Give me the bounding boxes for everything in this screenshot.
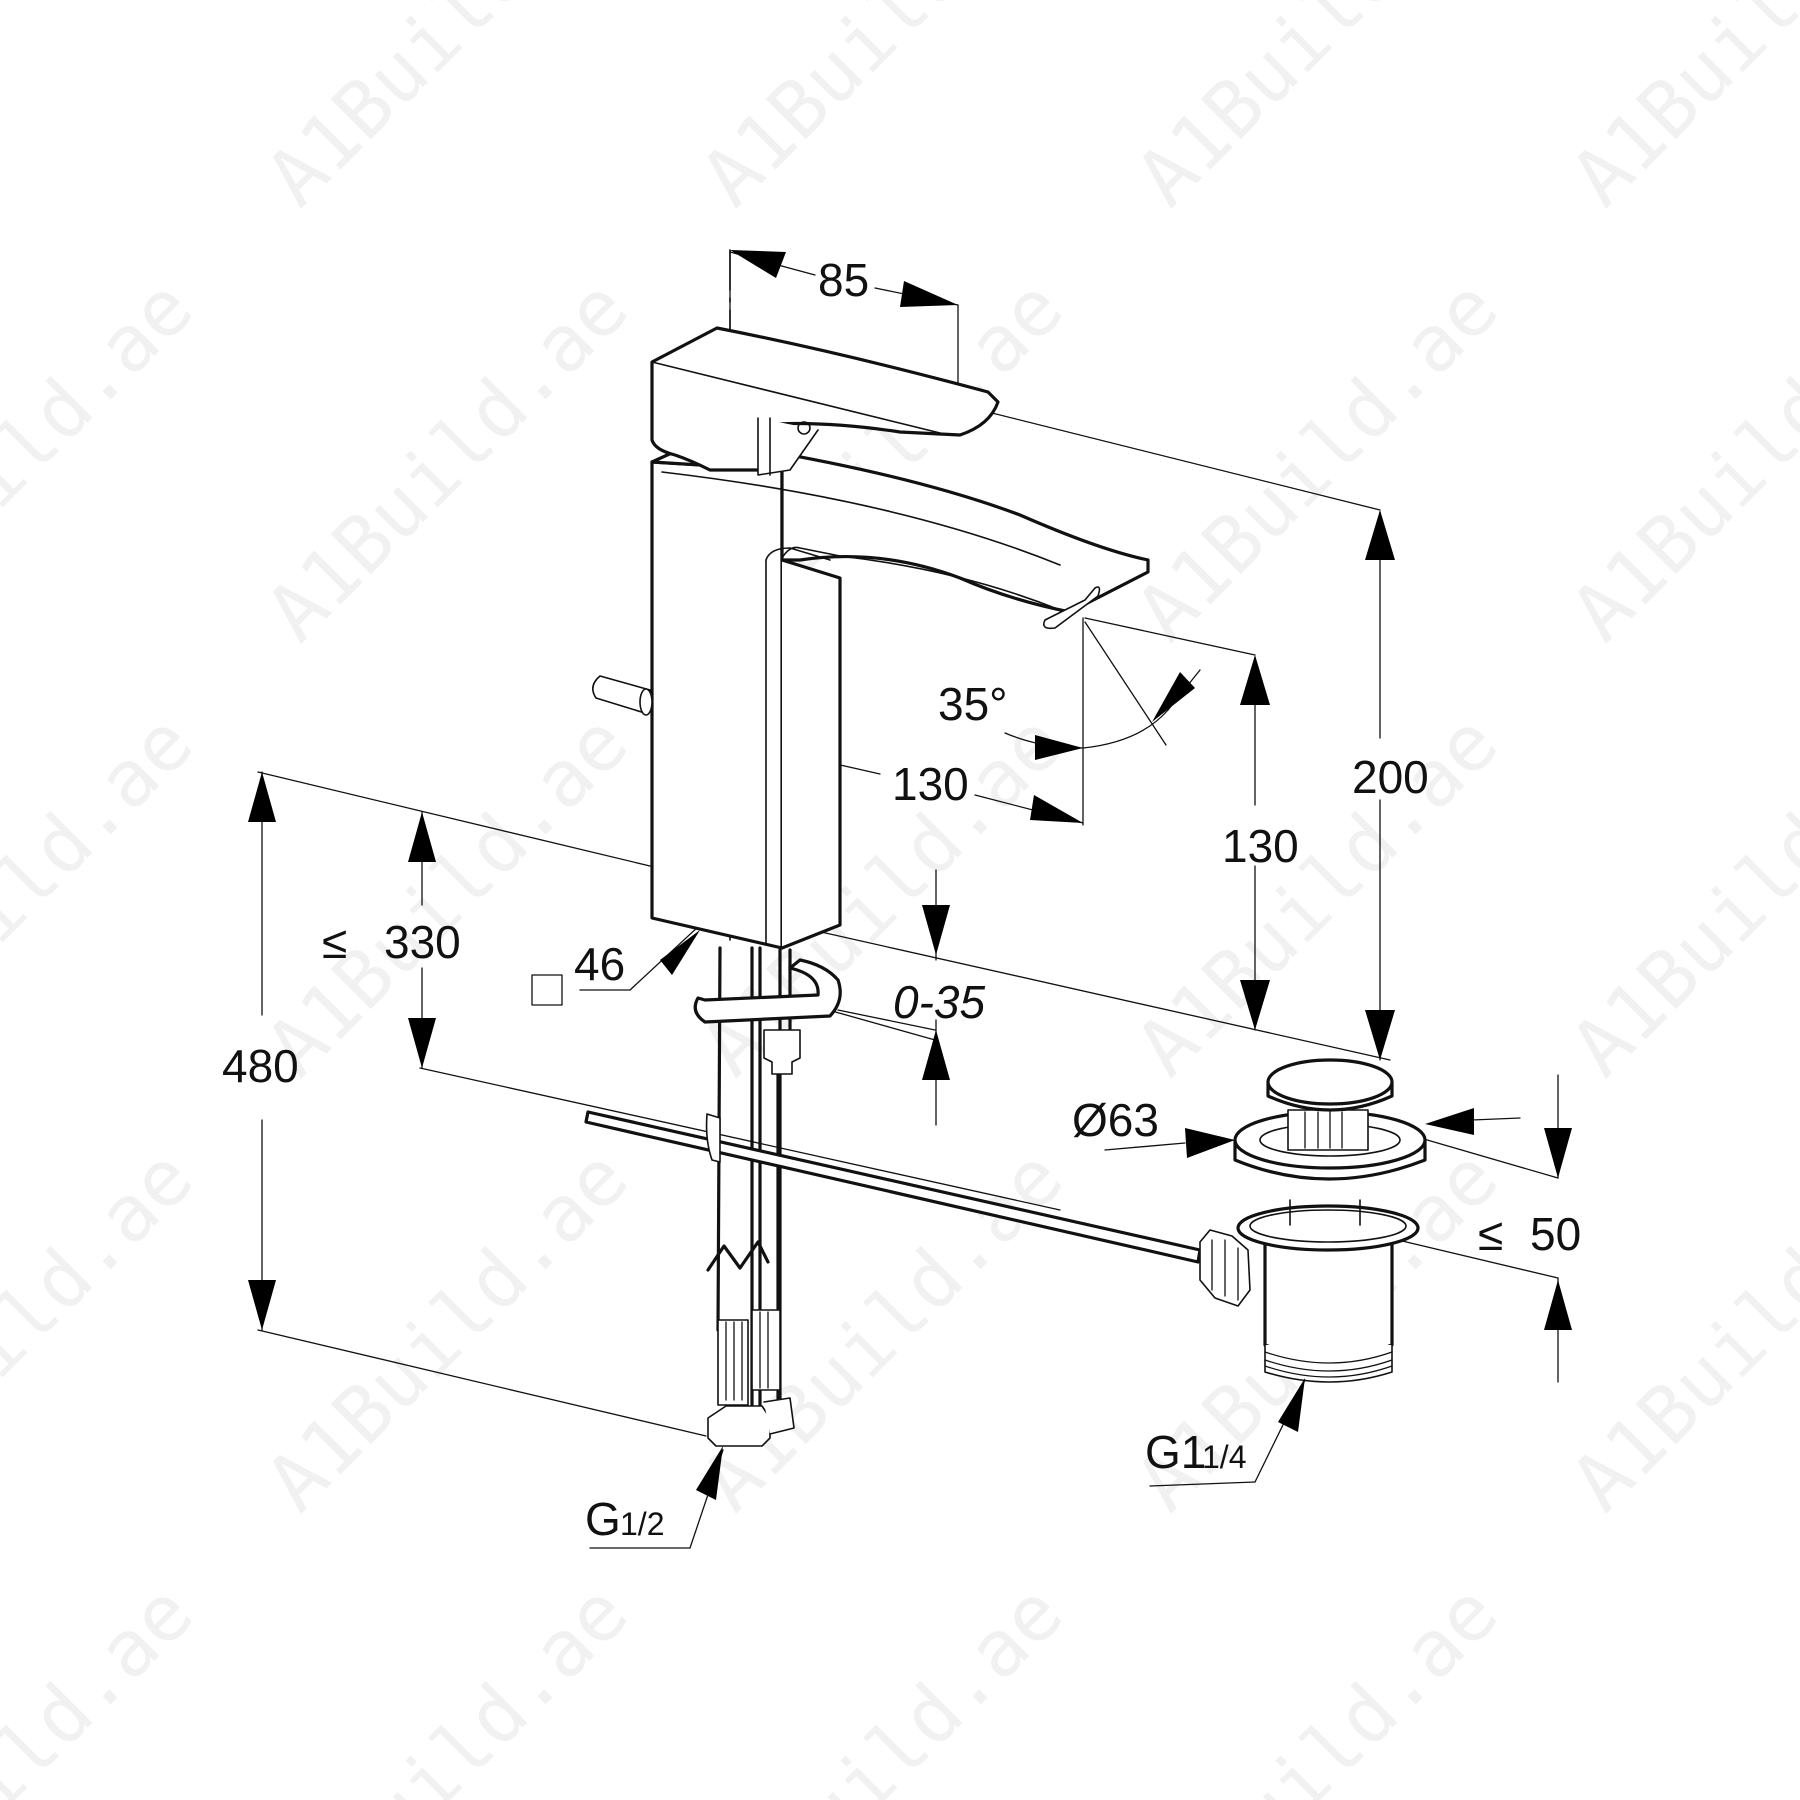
under-deck-assembly <box>584 946 1202 1447</box>
dimension-spout-angle: 35° <box>938 621 1201 760</box>
dim-50-prefix: ≤ <box>1478 1208 1503 1260</box>
dim-0-35-label: 0-35 <box>893 976 985 1028</box>
dimension-hose-length: 480 <box>222 771 299 1331</box>
dim-130-reach-label: 130 <box>892 758 969 810</box>
dim-330-prefix: ≤ <box>322 916 347 968</box>
arrow-icon <box>1240 655 1270 705</box>
watermark: A1Build.ae <box>1120 698 1516 1094</box>
thread-g1-label: G1 <box>1145 1426 1206 1478</box>
arrow-icon <box>1425 1108 1474 1135</box>
pop-up-waste <box>1199 1058 1427 1383</box>
dim-330-label: 330 <box>384 916 461 968</box>
watermark: A1Build.ae <box>0 698 210 1094</box>
arrow-icon <box>1030 795 1083 823</box>
watermark: A1Build.ae <box>250 1133 646 1529</box>
watermark: A1Build.ae <box>250 0 646 223</box>
faucet <box>592 249 1150 950</box>
watermark: A1Build.ae <box>1120 263 1516 659</box>
arrow-icon <box>730 250 786 278</box>
dim-63-label: Ø63 <box>1072 1094 1159 1146</box>
arrow-icon <box>696 1446 723 1500</box>
dim-46-label: 46 <box>574 938 625 990</box>
watermark: A1Build.ae <box>250 1568 646 1800</box>
watermark: A1Build.ae <box>1555 698 1800 1094</box>
dimension-overall-height: 200 <box>1352 510 1429 1061</box>
watermark: A1Build.ae <box>250 263 646 659</box>
dimension-deck-range: 0-35 <box>893 869 985 1126</box>
dimension-waste-max: ≤ 50 <box>1478 1074 1581 1383</box>
dimension-lever-length: 85 <box>729 250 959 307</box>
thread-g-label: G <box>585 1493 621 1545</box>
arrow-icon <box>660 930 700 975</box>
square-symbol-icon <box>531 974 563 1006</box>
thread-half-label: 1/2 <box>620 1506 664 1542</box>
thread-waste-leader: G1 1/4 <box>1145 1378 1306 1487</box>
watermark: A1Build.ae <box>1555 1133 1800 1529</box>
arrow-icon <box>248 772 276 822</box>
arrow-icon <box>1185 1128 1235 1158</box>
arrow-icon <box>1240 980 1270 1030</box>
watermark: A1Build.ae <box>0 1568 210 1800</box>
dim-130-height-label: 130 <box>1222 820 1299 872</box>
arrow-icon <box>1365 510 1395 560</box>
watermark: A1Build.ae <box>1555 0 1800 223</box>
watermark: A1Build.ae <box>685 0 1081 223</box>
watermark: A1Build.ae <box>1120 1568 1516 1800</box>
watermark: A1Build.ae <box>0 263 210 659</box>
arrow-icon <box>922 905 950 955</box>
arrow-icon <box>1035 735 1083 760</box>
watermark: A1Build.ae <box>0 1133 210 1529</box>
dim-85-label: 85 <box>818 254 869 306</box>
dim-50-label: 50 <box>1530 1208 1581 1260</box>
watermark: A1Build.ae <box>1120 0 1516 223</box>
dimension-waste-diameter: Ø63 <box>1072 1094 1521 1158</box>
dimension-spout-height: 130 <box>1222 655 1299 1031</box>
thread-supply-leader: G 1/2 <box>585 1446 724 1549</box>
dim-480-label: 480 <box>222 1040 299 1092</box>
arrow-icon <box>408 812 436 862</box>
watermark: A1Build.ae <box>685 1568 1081 1800</box>
arrow-icon <box>1365 1010 1395 1060</box>
arrow-icon <box>248 1280 276 1330</box>
dimension-deck-max: ≤ 330 <box>322 811 461 1069</box>
arrow-icon <box>922 1030 950 1080</box>
arrow-icon <box>1544 1280 1572 1330</box>
screw-icon <box>797 421 811 435</box>
dim-200-label: 200 <box>1352 751 1429 803</box>
thread-quarter-label: 1/4 <box>1202 1439 1246 1475</box>
arrow-icon <box>1544 1128 1572 1178</box>
watermark: A1Build.ae <box>250 698 646 1094</box>
dim-35deg-label: 35° <box>938 678 1008 730</box>
hex-nut-icon <box>707 1405 771 1447</box>
arrow-icon <box>1278 1378 1305 1432</box>
arrow-icon <box>408 1018 436 1068</box>
arrow-icon <box>1152 672 1195 722</box>
arrow-icon <box>900 281 958 307</box>
watermark: A1Build.ae <box>1555 263 1800 659</box>
